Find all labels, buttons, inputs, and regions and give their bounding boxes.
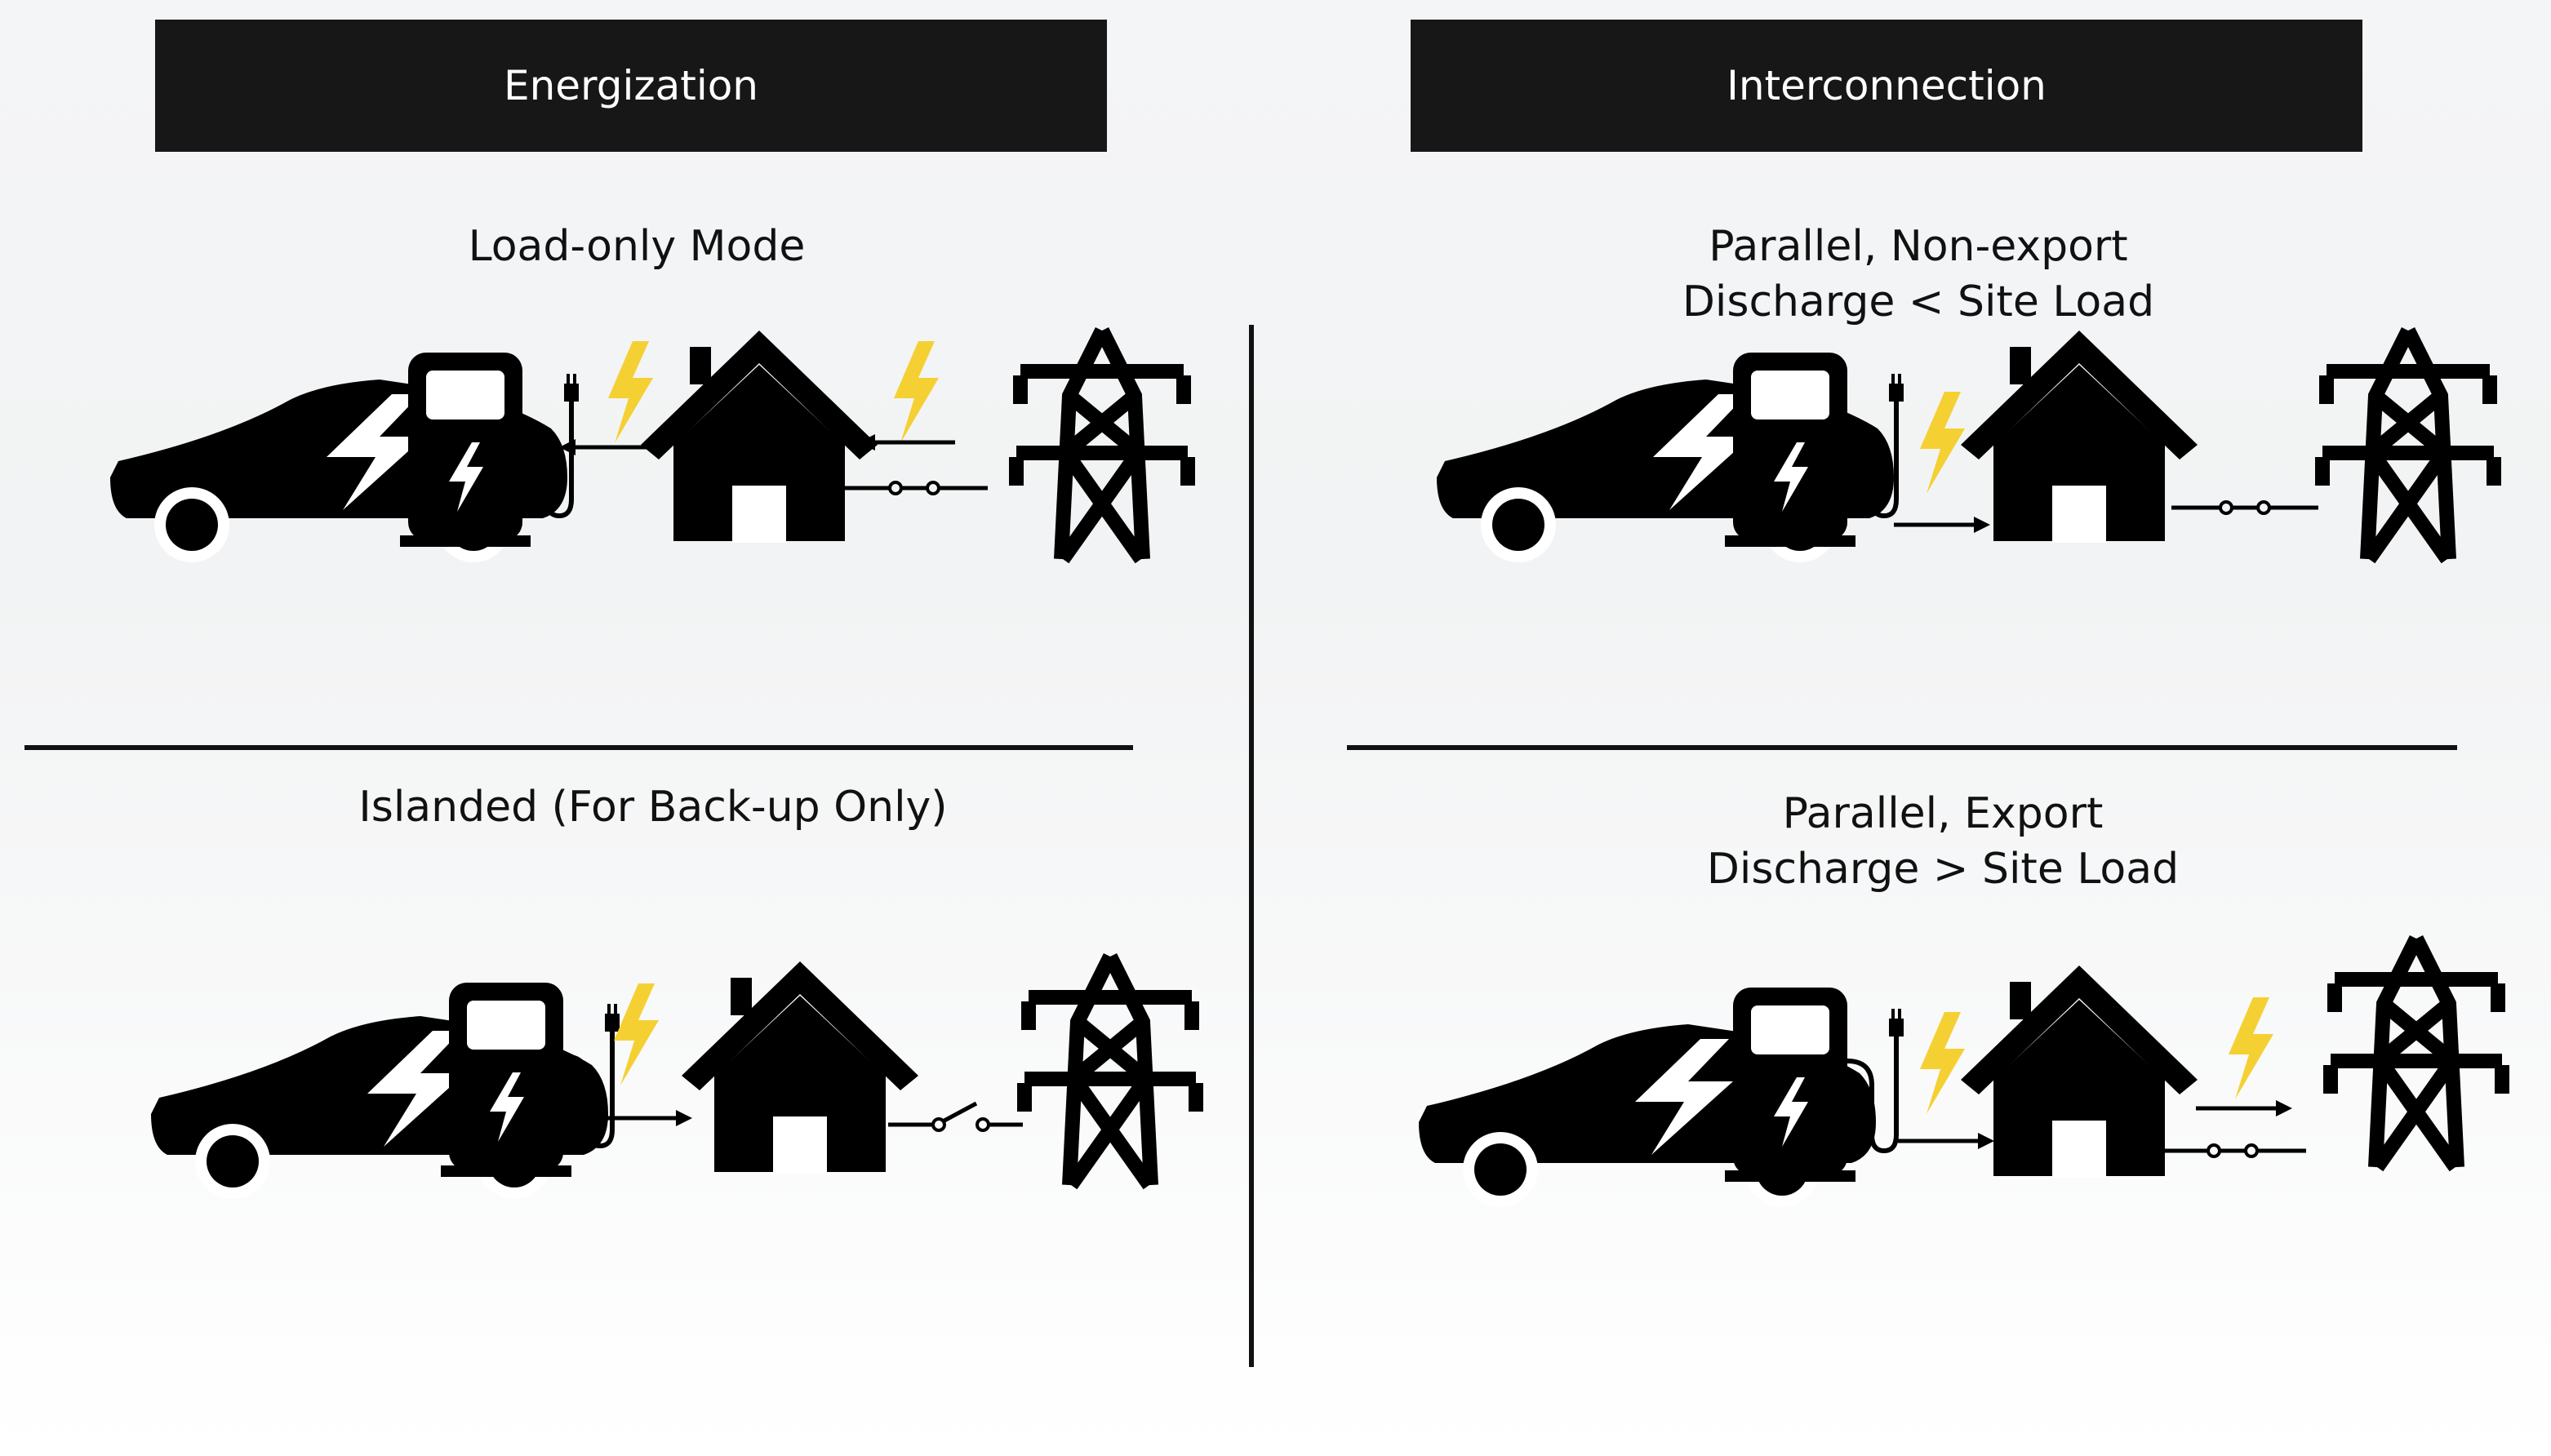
transmission-tower-icon <box>1024 957 1196 1185</box>
lightning-bolt-icon <box>894 341 939 443</box>
export-line1: Parallel, Export <box>1782 789 2104 838</box>
arrow-icon <box>859 434 955 451</box>
charging-station-icon <box>1725 988 1904 1182</box>
transmission-tower-icon <box>2331 939 2502 1167</box>
house-icon <box>682 961 918 1174</box>
non-export-line2: Discharge < Site Load <box>1682 277 2155 326</box>
energization-header-label: Energization <box>503 62 758 109</box>
lightning-bolt-icon <box>614 983 659 1085</box>
lightning-bolt-icon <box>1920 1012 1965 1114</box>
non-export-line1: Parallel, Non-export <box>1709 222 2128 271</box>
export-label: Parallel, Export Discharge > Site Load <box>1616 786 2269 897</box>
non-export-scenario <box>1437 331 2494 562</box>
interconnection-header: Interconnection <box>1411 20 2362 152</box>
house-icon <box>1961 331 2198 543</box>
non-export-label: Parallel, Non-export Discharge < Site Lo… <box>1592 219 2245 330</box>
load-only-mode-label: Load-only Mode <box>335 219 939 274</box>
arrow-icon <box>2196 1100 2292 1116</box>
load-only-title: Load-only Mode <box>468 222 806 271</box>
islanded-title: Islanded (For Back-up Only) <box>358 783 948 832</box>
switch-icon <box>2159 1145 2306 1156</box>
interconnection-header-label: Interconnection <box>1727 62 2047 109</box>
lightning-bolt-icon <box>2229 997 2273 1099</box>
lightning-bolt-icon <box>608 341 653 443</box>
energization-header: Energization <box>155 20 1107 152</box>
arrow-icon <box>559 439 656 455</box>
arrow-icon <box>1894 517 1990 533</box>
house-icon <box>1961 965 2198 1178</box>
transmission-tower-icon <box>1016 331 1188 559</box>
switch-icon <box>841 482 988 494</box>
export-scenario <box>1419 939 2502 1207</box>
arrow-icon <box>1898 1133 1994 1149</box>
load-only-scenario <box>110 331 1188 562</box>
export-line2: Discharge > Site Load <box>1706 845 2180 894</box>
transmission-tower-icon <box>2322 331 2494 559</box>
house-icon <box>641 331 878 543</box>
switch-icon <box>2171 502 2318 513</box>
islanded-label: Islanded (For Back-up Only) <box>318 779 988 835</box>
switch-icon <box>888 1103 1023 1130</box>
islanded-scenario <box>151 957 1196 1199</box>
lightning-bolt-icon <box>1920 392 1965 494</box>
